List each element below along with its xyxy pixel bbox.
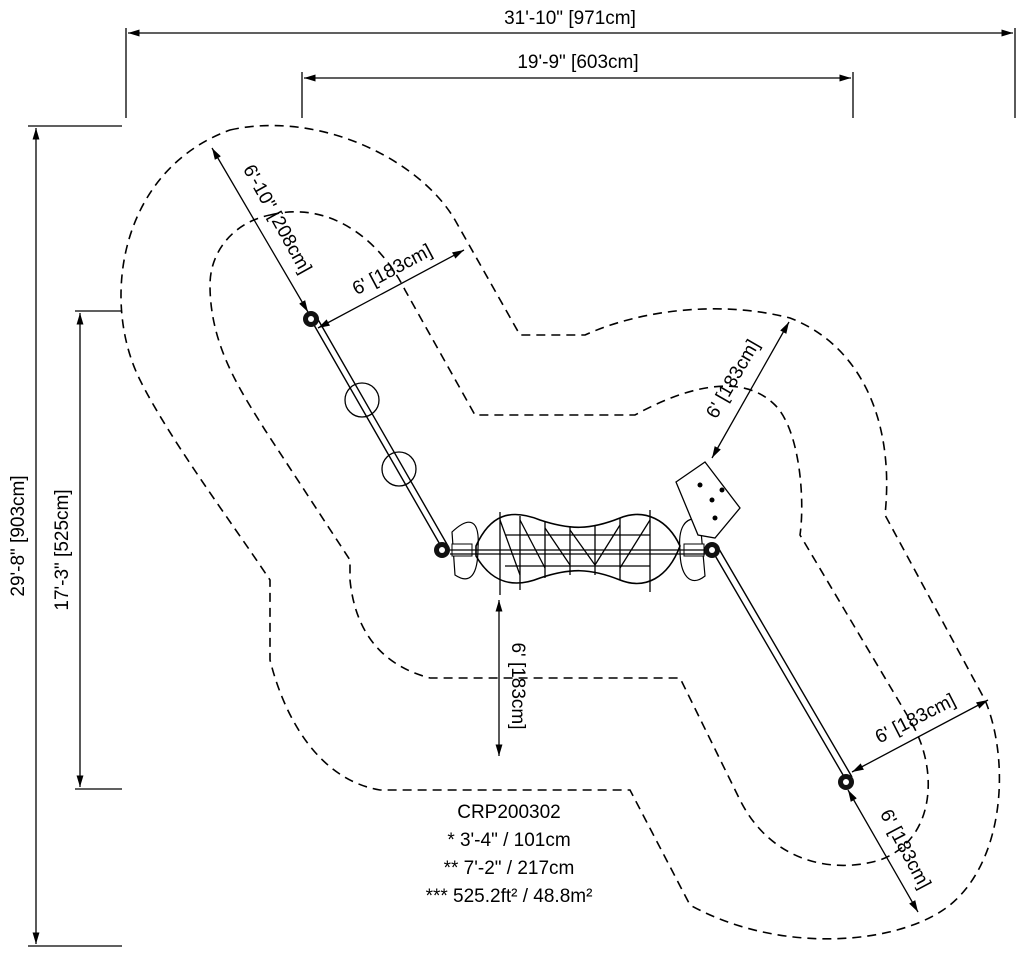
product-spec-1: * 3'-4" / 101cm (447, 830, 570, 851)
inner-height-label: 17'-3" [525cm] (52, 489, 73, 610)
play-equipment (303, 311, 854, 790)
overall-width-label: 31'-10" [971cm] (504, 8, 636, 29)
top-left-arm-label: 6'-10" [208cm] (238, 161, 315, 277)
product-code: CRP200302 (457, 802, 561, 823)
outer-safety-zone (120, 124, 1001, 940)
overall-height-label: 29'-8" [903cm] (8, 475, 29, 596)
inner-width-label: 19'-9" [603cm] (517, 52, 638, 73)
post-bottom-right (838, 774, 854, 790)
inner-use-zone (209, 211, 929, 867)
center-down-label: 6' [183cm] (507, 642, 528, 729)
post-top-left (303, 311, 319, 327)
bottom-right-arm-label: 6' [183cm] (875, 806, 934, 893)
product-spec-3: *** 525.2ft² / 48.8m² (426, 886, 593, 907)
right-upper-label: 6' [183cm] (702, 336, 764, 422)
bottom-right-side-label: 6' [183cm] (872, 690, 959, 748)
product-spec-2: ** 7'-2" / 217cm (444, 858, 575, 879)
post-center-right (704, 542, 720, 558)
top-left-side-label: 6' [183cm] (349, 240, 436, 299)
post-center-left (434, 542, 450, 558)
